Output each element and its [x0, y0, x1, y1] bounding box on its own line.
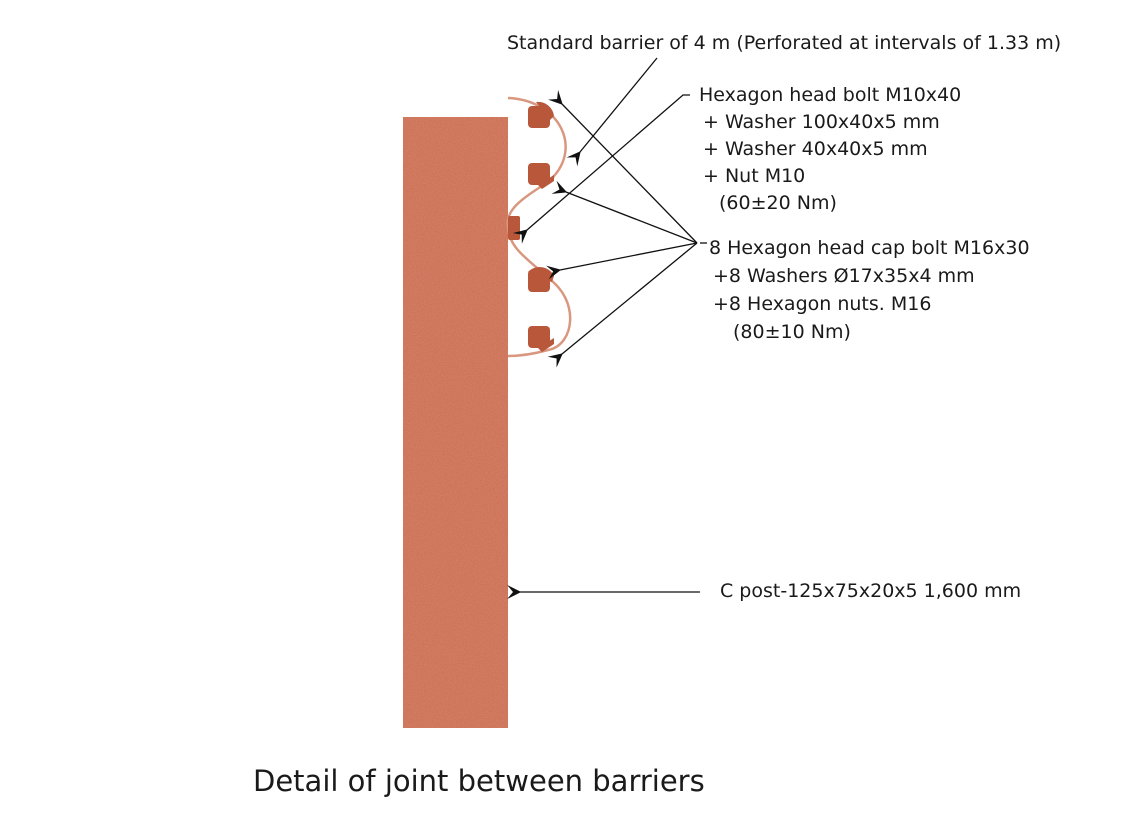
leader-lines [507, 57, 707, 599]
barrier-label: Standard barrier of 4 m (Perforated at i… [507, 32, 1062, 54]
m16-bolt-label: 8 Hexagon head cap bolt M16x30 +8 Washer… [709, 234, 1030, 346]
label-line: 8 Hexagon head cap bolt M16x30 [709, 237, 1030, 259]
label-line: (80±10 Nm) [733, 321, 851, 343]
label-line: Hexagon head bolt M10x40 [699, 84, 962, 106]
label-line: + Washer 100x40x5 mm [703, 111, 940, 133]
bolt [528, 101, 554, 128]
bolt [508, 216, 520, 240]
bolt [528, 267, 554, 292]
label-line: +8 Washers Ø17x35x4 mm [713, 265, 975, 287]
m10-bolt-label: Hexagon head bolt M10x40 + Washer 100x40… [699, 82, 961, 217]
bolt [528, 326, 554, 352]
label-line: (60±20 Nm) [719, 192, 837, 214]
barrier-wire [506, 96, 572, 358]
post-label: C post-125x75x20x5 1,600 mm [720, 580, 1022, 602]
label-line: + Washer 40x40x5 mm [703, 138, 928, 160]
label-line: + Nut M10 [703, 165, 806, 187]
bolt [528, 163, 554, 189]
label-line: +8 Hexagon nuts. M16 [713, 293, 932, 315]
c-post [403, 117, 508, 728]
diagram-title: Detail of joint between barriers [253, 764, 705, 798]
